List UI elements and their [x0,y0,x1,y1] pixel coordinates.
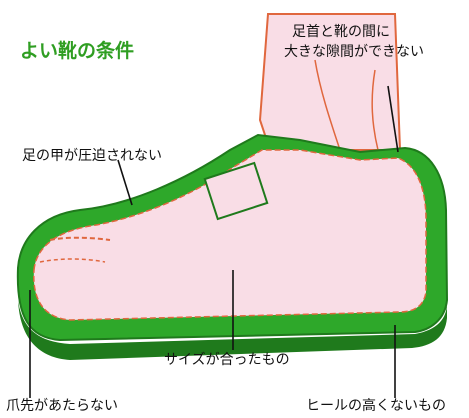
label-ankle-gap-line2: 大きな隙間ができない [284,44,424,61]
label-heel: ヒールの高くないもの [306,398,446,415]
label-toes: 爪先があたらない [6,398,118,415]
label-instep: 足の甲が圧迫されない [22,148,162,165]
label-ankle-gap-line1: 足首と靴の間に [292,24,390,41]
label-size: サイズが合ったもの [164,352,290,369]
diagram-title: よい靴の条件 [20,36,134,63]
leader-instep [118,160,132,205]
